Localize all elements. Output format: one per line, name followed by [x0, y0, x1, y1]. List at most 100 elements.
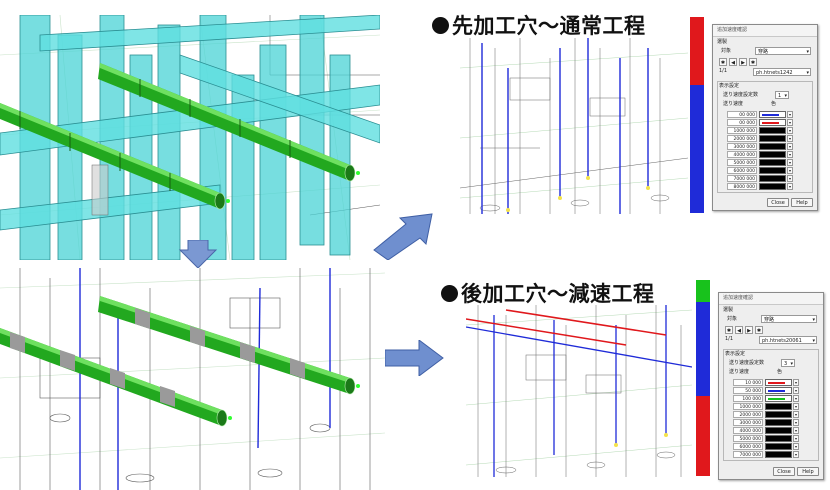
chevron-down-icon[interactable]: ▾: [787, 151, 793, 158]
speed-color-swatch[interactable]: [765, 451, 792, 458]
render-post-hole-wireframe: [0, 268, 385, 490]
chevron-down-icon[interactable]: ▾: [793, 443, 799, 450]
speed-value-field[interactable]: 4000 000: [733, 427, 763, 434]
chevron-down-icon[interactable]: ▾: [793, 435, 799, 442]
speed-row: 6000 000 ▾: [727, 167, 807, 174]
bulb-icon[interactable]: ✱: [719, 58, 727, 66]
speed-value-field[interactable]: 3000 000: [733, 419, 763, 426]
chevron-down-icon[interactable]: ▾: [787, 183, 793, 190]
speed-value-field[interactable]: 1000 000: [727, 127, 757, 134]
prev-icon[interactable]: ◀: [729, 58, 737, 66]
chevron-down-icon[interactable]: ▾: [793, 411, 799, 418]
speed-value-field[interactable]: 00 000: [727, 119, 757, 126]
speed-row: 00 000 ▾: [727, 111, 807, 118]
speed-row: 3000 000 ▾: [733, 419, 813, 426]
speed-row: 100 000 ▾: [733, 395, 813, 402]
speed-color-swatch[interactable]: [759, 175, 786, 182]
chevron-down-icon[interactable]: ▾: [787, 167, 793, 174]
speed-value-field[interactable]: 7000 000: [733, 451, 763, 458]
settings-icon[interactable]: ✱: [755, 326, 763, 334]
speed-color-swatch[interactable]: [765, 379, 792, 386]
speed-value-field[interactable]: 2000 000: [727, 135, 757, 142]
next-icon[interactable]: ▶: [745, 326, 753, 334]
speed-color-swatch[interactable]: [759, 183, 786, 190]
file-select[interactable]: ph.htnets1242: [753, 68, 811, 76]
speed-row: 5000 000 ▾: [727, 159, 807, 166]
speed-value-field[interactable]: 2000 000: [733, 411, 763, 418]
chevron-down-icon[interactable]: ▾: [787, 175, 793, 182]
speed-value-field[interactable]: 6000 000: [727, 167, 757, 174]
speed-value-field[interactable]: 3000 000: [727, 143, 757, 150]
color-stripe: [768, 398, 785, 400]
speed-value-field[interactable]: 4000 000: [727, 151, 757, 158]
chevron-down-icon[interactable]: ▾: [793, 395, 799, 402]
arrow-down-icon: [178, 240, 218, 269]
chevron-down-icon[interactable]: ▾: [793, 387, 799, 394]
prev-icon[interactable]: ◀: [735, 326, 743, 334]
speed-color-swatch[interactable]: [765, 427, 792, 434]
chevron-down-icon[interactable]: ▾: [787, 111, 793, 118]
chevron-down-icon[interactable]: ▾: [787, 127, 793, 134]
target-select[interactable]: 穿路: [755, 47, 811, 55]
chevron-down-icon[interactable]: ▾: [793, 403, 799, 410]
help-button[interactable]: Help: [797, 467, 819, 476]
speed-color-swatch[interactable]: [765, 411, 792, 418]
bulb-icon[interactable]: ✱: [725, 326, 733, 334]
speed-value-field[interactable]: 5000 000: [733, 435, 763, 442]
dialog-title: 追加速度確認: [713, 25, 817, 37]
chevron-down-icon[interactable]: ▾: [793, 427, 799, 434]
speed-color-swatch[interactable]: [759, 119, 786, 126]
speed-color-swatch[interactable]: [765, 395, 792, 402]
color-stripe: [762, 122, 779, 124]
speed-color-swatch[interactable]: [765, 387, 792, 394]
color-stripe: [768, 390, 785, 392]
target-label: 対象: [721, 48, 732, 54]
speed-color-swatch[interactable]: [765, 435, 792, 442]
feed-color-bar-top-blue: [690, 85, 704, 213]
speed-value-field[interactable]: 00 000: [727, 111, 757, 118]
speed-value-field[interactable]: 7000 000: [727, 175, 757, 182]
speed-value-field[interactable]: 10 000: [733, 379, 763, 386]
segment-count-spinner[interactable]: 1: [775, 91, 789, 99]
speed-color-swatch[interactable]: [765, 403, 792, 410]
speed-column-label: 送り速度: [723, 101, 744, 107]
select-group-label: 選製: [723, 307, 734, 313]
counter-text: 1/1: [725, 336, 734, 342]
speed-value-field[interactable]: 100 000: [733, 395, 763, 402]
speed-value-field[interactable]: 5000 000: [727, 159, 757, 166]
speed-color-swatch[interactable]: [759, 159, 786, 166]
target-select[interactable]: 穿路: [761, 315, 817, 323]
speed-color-swatch[interactable]: [765, 419, 792, 426]
close-button[interactable]: Close: [773, 467, 795, 476]
chevron-down-icon[interactable]: ▾: [787, 135, 793, 142]
speed-color-swatch[interactable]: [765, 443, 792, 450]
dialog-title: 追加速度確認: [719, 293, 823, 305]
chevron-down-icon[interactable]: ▾: [793, 419, 799, 426]
chevron-down-icon[interactable]: ▾: [793, 379, 799, 386]
speed-rows-bottom: 10 000 ▾ 50 000 ▾ 100 000 ▾ 1000 000 ▾ 2000 000 ▾…: [733, 379, 813, 459]
speed-value-field[interactable]: 8000 000: [727, 183, 757, 190]
speed-color-swatch[interactable]: [759, 127, 786, 134]
speed-value-field[interactable]: 1000 000: [733, 403, 763, 410]
speed-rows-top: 00 000 ▾ 00 000 ▾ 1000 000 ▾ 2000 000 ▾ 3000 000…: [727, 111, 807, 191]
speed-color-swatch[interactable]: [759, 135, 786, 142]
speed-value-field[interactable]: 50 000: [733, 387, 763, 394]
file-select[interactable]: ph.htnets20061: [759, 336, 817, 344]
chevron-down-icon[interactable]: ▾: [787, 143, 793, 150]
speed-color-swatch[interactable]: [759, 111, 786, 118]
speed-row: 50 000 ▾: [733, 387, 813, 394]
speed-color-swatch[interactable]: [759, 151, 786, 158]
help-button[interactable]: Help: [791, 198, 813, 207]
speed-color-swatch[interactable]: [759, 143, 786, 150]
next-icon[interactable]: ▶: [739, 58, 747, 66]
settings-icon[interactable]: ✱: [749, 58, 757, 66]
speed-value-field[interactable]: 6000 000: [733, 443, 763, 450]
segment-count-spinner[interactable]: 3: [781, 359, 795, 367]
speed-color-swatch[interactable]: [759, 167, 786, 174]
chevron-down-icon[interactable]: ▾: [793, 451, 799, 458]
display-settings-group: [723, 349, 819, 461]
chevron-down-icon[interactable]: ▾: [787, 119, 793, 126]
close-button[interactable]: Close: [767, 198, 789, 207]
feed-speed-dialog-bottom: 追加速度確認 選製 対象 穿路 ✱ ◀ ▶ ✱ 1/1 ph.htnets200…: [718, 292, 824, 480]
chevron-down-icon[interactable]: ▾: [787, 159, 793, 166]
